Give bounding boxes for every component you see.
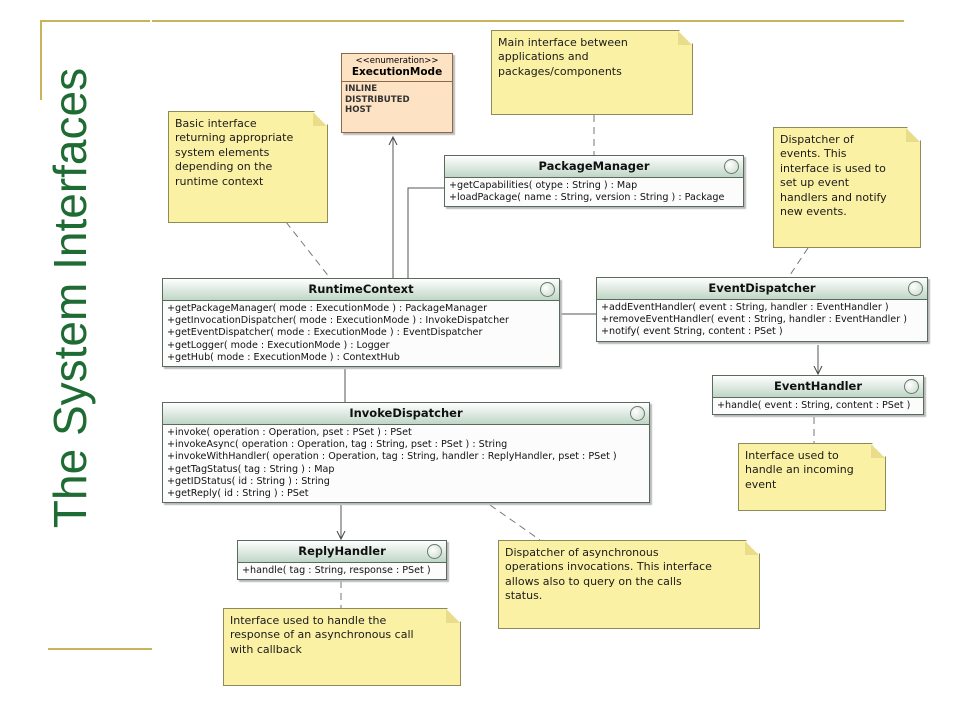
enum-literal: DISTRIBUTED xyxy=(345,94,410,105)
note-event-dispatcher: Dispatcher of events. This interface is … xyxy=(773,127,921,248)
class-operation: +invoke( operation : Operation, pset : P… xyxy=(167,427,412,438)
note-line: status. xyxy=(505,589,543,603)
class-operations: +getPackageManager( mode : ExecutionMode… xyxy=(163,301,559,366)
class-operation: +invokeWithHandler( operation : Operatio… xyxy=(167,451,617,463)
class-name: RuntimeContext xyxy=(308,282,414,296)
class-header: InvokeDispatcher xyxy=(163,403,649,425)
note-package-manager: Main interface between applications and … xyxy=(491,30,693,115)
note-line: Interface used to handle the xyxy=(230,614,387,627)
class-operation: +notify( event String, content : PSet ) xyxy=(601,326,783,338)
class-operation: +getTagStatus( tag : String ) : Map xyxy=(167,463,335,475)
note-link-eventdispatcher xyxy=(787,247,809,279)
bottom-rule xyxy=(48,648,152,650)
top-rule xyxy=(152,20,904,22)
class-name: PackageManager xyxy=(538,159,650,173)
class-name: EventDispatcher xyxy=(708,281,816,295)
note-line: interface is used to xyxy=(780,161,886,175)
note-line: packages/components xyxy=(498,64,622,78)
note-line: handle an incoming xyxy=(745,463,854,477)
enum-literals: INLINE DISTRIBUTED HOST xyxy=(342,82,452,118)
class-header: EventDispatcher xyxy=(597,278,927,300)
note-line: event xyxy=(745,477,777,491)
interface-icon xyxy=(724,159,739,174)
note-invoke-dispatcher: Dispatcher of asynchronous operations in… xyxy=(498,540,760,629)
class-name: InvokeDispatcher xyxy=(349,406,463,420)
interface-icon xyxy=(540,282,555,297)
class-event-dispatcher: EventDispatcher +addEventHandler( event … xyxy=(596,277,928,342)
enum-name: ExecutionMode xyxy=(342,66,452,82)
left-top-rule xyxy=(40,20,42,100)
class-operations: +getCapabilities( otype : String ) : Map… xyxy=(445,178,743,206)
link-context-to-packagemanager xyxy=(407,187,444,278)
note-line: response of an asynchronous call xyxy=(230,628,414,642)
note-line: new events. xyxy=(780,205,847,219)
enum-stereotype: <<enumeration>> xyxy=(355,56,439,66)
class-event-handler: EventHandler +handle( event : String, co… xyxy=(712,375,924,416)
note-runtime-context: Basic interface returning appropriate sy… xyxy=(168,111,328,223)
note-link-invokedispatcher xyxy=(489,504,541,541)
note-line: returning appropriate xyxy=(175,131,294,145)
interface-icon xyxy=(427,544,442,559)
class-header: PackageManager xyxy=(445,156,743,178)
class-operations: +addEventHandler( event : String, handle… xyxy=(597,300,927,341)
note-line: handlers and notify xyxy=(780,190,887,204)
class-name: ReplyHandler xyxy=(298,544,386,558)
note-reply-handler: Interface used to handle the response of… xyxy=(223,608,461,686)
note-line: depending on the xyxy=(175,160,273,174)
note-line: applications and xyxy=(498,50,589,64)
note-line: system elements xyxy=(175,145,270,159)
class-operation: +getCapabilities( otype : String ) : Map xyxy=(449,180,638,191)
note-line: runtime context xyxy=(175,174,264,188)
class-operation: +getReply( id : String ) : PSet xyxy=(167,488,309,500)
class-operation: +getLogger( mode : ExecutionMode ) : Log… xyxy=(167,339,390,351)
class-operations: +invoke( operation : Operation, pset : P… xyxy=(163,425,649,502)
class-operation: +getInvocationDispatcher( mode : Executi… xyxy=(167,315,509,327)
note-line: Basic interface xyxy=(175,117,257,130)
class-operations: +handle( event : String, content : PSet … xyxy=(713,398,923,414)
enum-execution-mode: <<enumeration>> ExecutionMode INLINE DIS… xyxy=(341,53,453,133)
class-header: EventHandler xyxy=(713,376,923,398)
interface-icon xyxy=(904,379,919,394)
class-operation: +getIDStatus( id : String ) : String xyxy=(167,475,330,487)
note-link-context xyxy=(285,221,331,279)
note-line: operations invocations. This interface xyxy=(505,560,712,574)
interface-icon xyxy=(908,281,923,296)
class-header: RuntimeContext xyxy=(163,279,559,301)
class-operation: +loadPackage( name : String, version : S… xyxy=(449,192,725,204)
note-event-handler: Interface used to handle an incoming eve… xyxy=(738,443,886,511)
class-operation: +handle( tag : String, response : PSet ) xyxy=(242,565,431,576)
note-line: Dispatcher of asynchronous xyxy=(505,546,659,559)
class-package-manager: PackageManager +getCapabilities( otype :… xyxy=(444,155,744,208)
class-operation: +invokeAsync( operation : Operation, tag… xyxy=(167,439,508,451)
class-reply-handler: ReplyHandler +handle( tag : String, resp… xyxy=(237,540,447,581)
class-operations: +handle( tag : String, response : PSet ) xyxy=(238,563,446,579)
class-runtime-context: RuntimeContext +getPackageManager( mode … xyxy=(162,278,560,368)
class-operation: +getEventDispatcher( mode : ExecutionMod… xyxy=(167,327,483,339)
left-top-tick xyxy=(40,20,150,22)
note-line: Main interface between xyxy=(498,36,628,49)
note-line: Dispatcher of xyxy=(780,133,854,146)
class-name: EventHandler xyxy=(773,379,863,393)
class-operation: +getPackageManager( mode : ExecutionMode… xyxy=(167,303,488,314)
note-line: allows also to query on the calls xyxy=(505,574,682,588)
enum-literal: HOST xyxy=(345,105,372,115)
interface-icon xyxy=(630,406,645,421)
note-line: set up event xyxy=(780,176,850,190)
class-header: ReplyHandler xyxy=(238,541,446,563)
class-operation: +handle( event : String, content : PSet … xyxy=(717,400,911,411)
note-line: events. This xyxy=(780,147,847,161)
note-line: with callback xyxy=(230,642,302,656)
enum-literal: INLINE xyxy=(345,84,378,94)
class-operation: +removeEventHandler( event : String, han… xyxy=(601,314,907,326)
class-invoke-dispatcher: InvokeDispatcher +invoke( operation : Op… xyxy=(162,402,650,504)
class-operation: +getHub( mode : ExecutionMode ) : Contex… xyxy=(167,351,400,363)
class-operation: +addEventHandler( event : String, handle… xyxy=(601,302,889,313)
note-line: Interface used to xyxy=(745,449,839,462)
